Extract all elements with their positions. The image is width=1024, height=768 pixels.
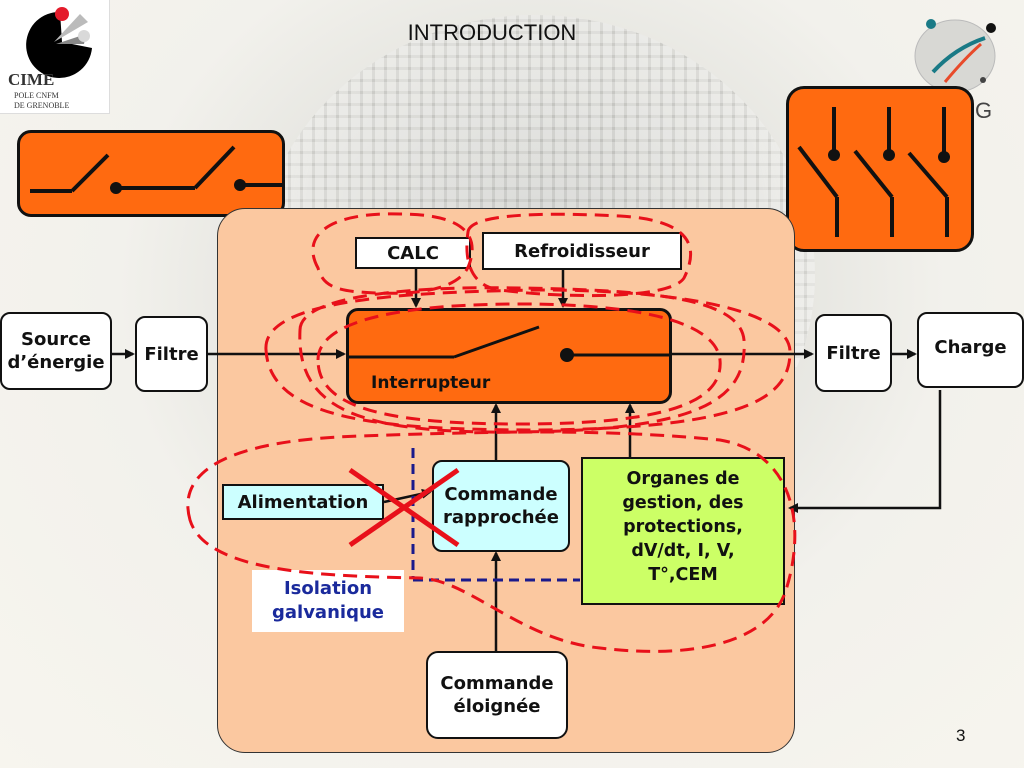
slide-title: INTRODUCTION [407,20,577,45]
calc-box: CALC [355,237,471,269]
parallel-switches-icon [797,107,950,237]
charge-box: Charge [917,312,1024,388]
cime-logo-name: CIME [8,70,55,89]
cime-logo-line1: POLE CNFM [14,91,59,100]
filtre-out-box: Filtre [815,314,892,392]
cime-logo-mark [26,7,92,78]
source-line1: Source [21,329,91,350]
series-switches-box [17,130,285,217]
organes-line3: protections, [623,517,743,537]
dashed-outline-interrupteur-2 [264,288,792,432]
cime-logo: CIME POLE CNFM DE GRENOBLE [0,0,110,114]
commande-eloignee-line1: Commande [440,673,554,694]
series-switches-icon [30,145,282,194]
organes-line5: T°,CEM [648,565,718,585]
organes-line1: Organes de [626,469,740,489]
alimentation-box: Alimentation [222,484,384,520]
commande-rapprochee-box: Commande rapprochée [432,460,570,552]
commande-rapprochee-line2: rapprochée [443,507,559,528]
commande-rapprochee-line1: Commande [444,484,558,505]
dashed-outline-refroidisseur [465,212,693,298]
dashed-outline-interrupteur-3 [316,302,722,426]
page-number: 3 [956,726,966,745]
interrupteur-label: Interrupteur [371,373,491,393]
dashed-outline-calc [311,212,474,295]
feedback-charge-organes [788,390,942,513]
commande-eloignee-line2: éloignée [453,696,541,717]
cross-mark [348,467,460,548]
right-logo: G [905,8,1020,123]
commande-eloignee-box: Commande éloignée [426,651,568,739]
interrupteur-box: Interrupteur [346,308,672,404]
dashed-outline-control [186,430,797,653]
isolation-galvanique-label: Isolation galvanique [252,570,404,632]
organes-line4: dV/dt, I, V, [631,541,735,561]
isolation-line1: Isolation [283,578,373,599]
organes-line2: gestion, des [622,493,744,513]
filtre-in-box: Filtre [135,316,208,392]
parallel-switches-box [786,86,974,252]
refroidisseur-box: Refroidisseur [482,232,682,270]
interrupteur-switch-icon [349,325,669,362]
isolation-line2: galvanique [272,602,384,623]
cime-logo-line2: DE GRENOBLE [14,101,70,110]
source-line2: d’énergie [7,352,105,373]
organes-box: Organes de gestion, des protections, dV/… [581,457,785,605]
dashed-outline-interrupteur-1 [298,286,746,434]
right-logo-text: G [975,98,993,123]
source-energie-box: Source d’énergie [0,312,112,390]
